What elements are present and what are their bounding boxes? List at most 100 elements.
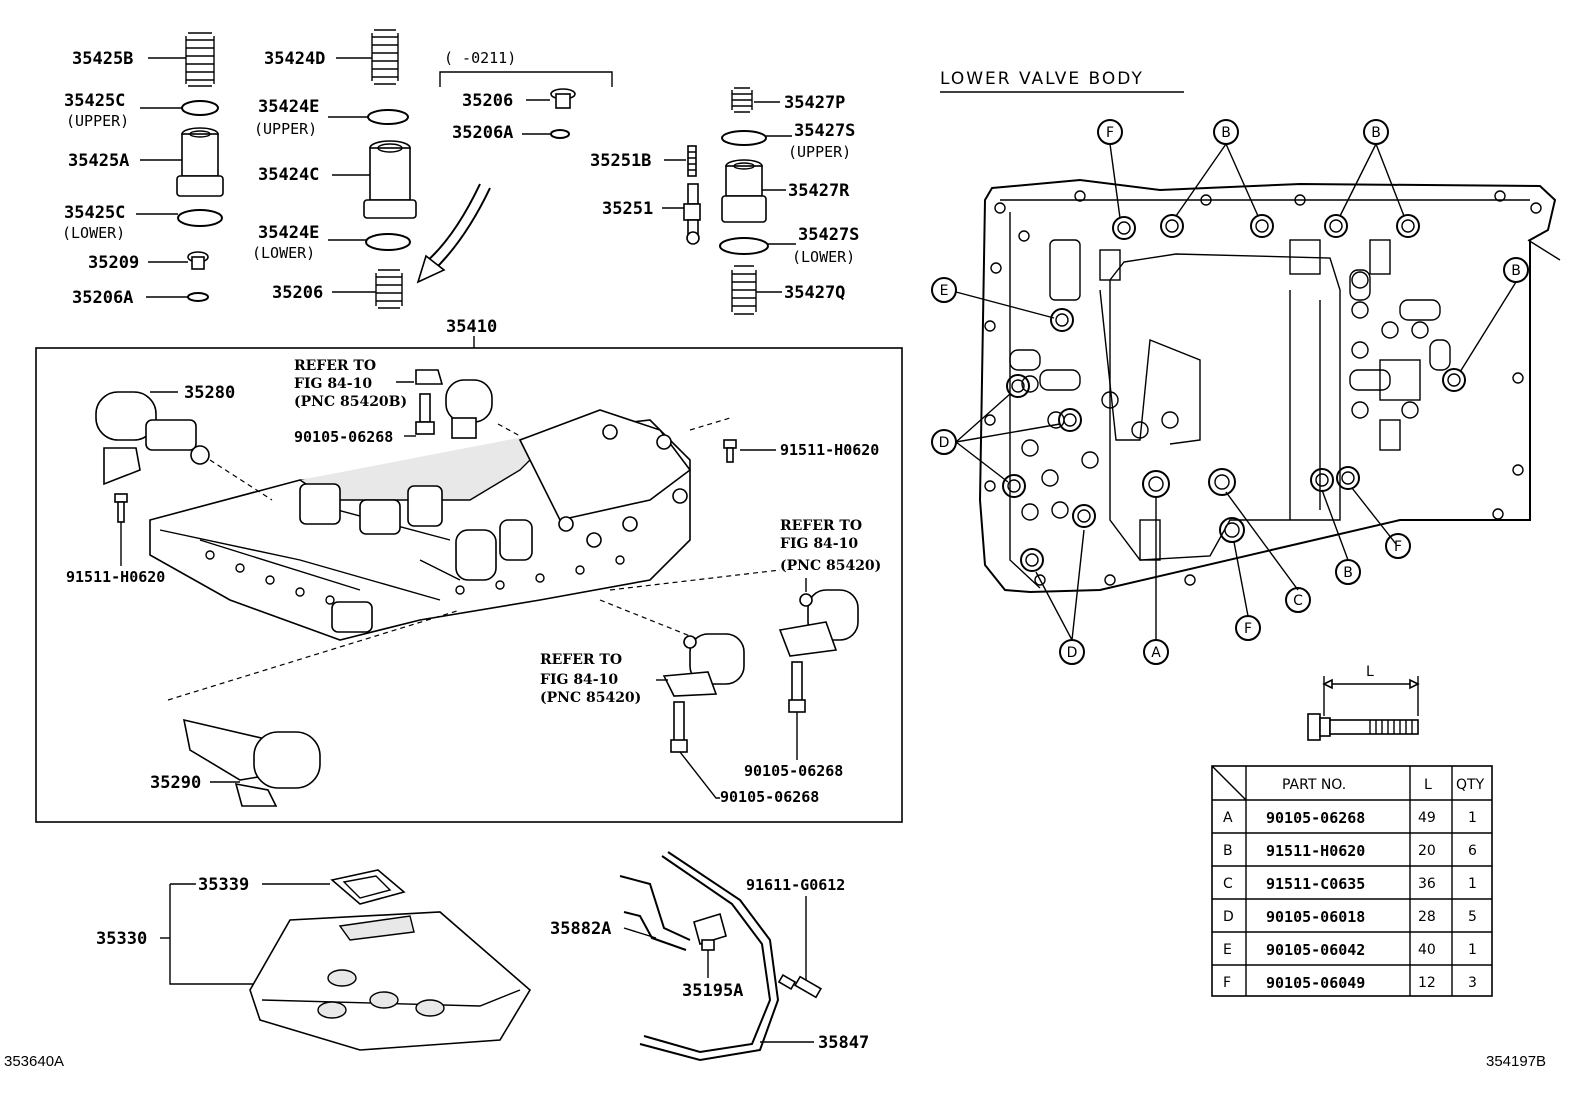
callout-F-top: F: [1097, 119, 1123, 145]
label-35280: 35280: [184, 383, 235, 403]
table-row-part: 91511-C0635: [1266, 875, 1365, 893]
spring-35251B: [687, 145, 697, 177]
oring-35427S-lower: [719, 237, 769, 255]
callout-B-3: B: [1503, 257, 1529, 283]
callout-B-4: B: [1335, 559, 1361, 585]
bolt-length-illustration: [1307, 676, 1420, 741]
label-35425C-lower: 35425C: [64, 203, 125, 223]
table-row-l: 28: [1418, 909, 1436, 925]
spring-35206: [375, 269, 403, 309]
clamp-35195A: [693, 912, 727, 951]
illustration-id-right: 354197B: [1486, 1053, 1546, 1070]
label-35206-lower: 35206: [272, 283, 323, 303]
oring-35424E-upper: [367, 109, 409, 125]
bolt-91511-right: [723, 439, 737, 463]
bolt-91511-left: [114, 493, 128, 523]
callout-F-bottom: F: [1235, 615, 1261, 641]
callout-letter-E: E: [940, 283, 949, 299]
sleeve-35427R: [721, 159, 767, 223]
label-91511-right: 91511-H0620: [780, 441, 879, 459]
refer2-line2: FIG 84-10: [780, 536, 858, 552]
dimension-label: L: [1366, 664, 1374, 680]
callout-C: C: [1285, 587, 1311, 613]
label-90105-b: 90105-06268: [744, 762, 843, 780]
label-lower-2: (LOWER): [252, 244, 315, 262]
bolt-91611: [777, 973, 822, 999]
table-row-key: C: [1223, 876, 1233, 892]
label-35427P: 35427P: [784, 93, 845, 113]
label-35290: 35290: [150, 773, 201, 793]
label-90105-c: 90105-06268: [720, 788, 819, 806]
oring-35425C-upper: [181, 100, 219, 116]
table-row-key: B: [1223, 843, 1233, 859]
label-lower-1: (LOWER): [62, 224, 125, 242]
label-35206-top: 35206: [462, 91, 513, 111]
label-35882A: 35882A: [550, 919, 611, 939]
label-35206A-top: 35206A: [452, 123, 513, 143]
callout-letter-D2: D: [1067, 645, 1078, 661]
callout-D-1: D: [931, 429, 957, 455]
label-35251B: 35251B: [590, 151, 651, 171]
spring-35427P: [731, 87, 753, 113]
refer2-line3: (PNC 85420): [780, 558, 881, 574]
callout-letter-D1: D: [939, 435, 950, 451]
table-row-l: 12: [1418, 975, 1436, 991]
label-35195A: 35195A: [682, 981, 743, 1001]
label-upper-3: (UPPER): [788, 143, 851, 161]
solenoid-refer-85420B: [415, 369, 493, 439]
table-row-key: D: [1223, 909, 1234, 925]
table-row-qty: 3: [1468, 975, 1477, 991]
label-90105-a: 90105-06268: [294, 428, 393, 446]
clip-35206A-top: [550, 129, 570, 139]
table-row-qty: 1: [1468, 942, 1477, 958]
label-35339: 35339: [198, 875, 249, 895]
table-header-part: PART NO.: [1282, 777, 1346, 793]
spring-35425B: [185, 32, 215, 87]
sleeve-35425A: [176, 127, 224, 197]
callout-B-1: B: [1213, 119, 1239, 145]
callout-B-2: B: [1363, 119, 1389, 145]
label-35427R: 35427R: [788, 181, 850, 201]
plug-35206-top: [550, 88, 576, 109]
bolt-spec-table: PART NO. L QTY A 90105-06268 49 1 B 9151…: [1211, 765, 1493, 997]
refer1-line1: REFER TO: [294, 358, 376, 374]
bolt-90105-c: [670, 701, 688, 753]
table-row-part: 90105-06049: [1266, 974, 1365, 992]
table-row-part: 90105-06042: [1266, 941, 1365, 959]
install-arrow: [431, 187, 491, 273]
label-35427S-lower: 35427S: [798, 225, 859, 245]
oring-35424E-lower: [365, 233, 411, 251]
solenoid-35280: [95, 391, 210, 486]
label-35427S-upper: 35427S: [794, 121, 855, 141]
callout-letter-F1: F: [1106, 125, 1114, 141]
refer2-line1: REFER TO: [780, 518, 862, 534]
label-upper-2: (UPPER): [254, 120, 317, 138]
refer3-line2: FIG 84-10: [540, 672, 618, 688]
solenoid-refer-85420-right: [778, 589, 859, 657]
label-35209: 35209: [88, 253, 139, 273]
table-row-l: 36: [1418, 876, 1436, 892]
spring-35424D: [371, 29, 399, 85]
sleeve-35424C: [363, 140, 417, 219]
table-header-l: L: [1424, 777, 1432, 793]
label-35330: 35330: [96, 929, 147, 949]
clip-35206A-left: [187, 292, 209, 302]
illustration-id-left: 353640A: [4, 1053, 64, 1070]
solenoid-35290: [182, 718, 321, 807]
label-35425C-upper: 35425C: [64, 91, 125, 111]
valve-35251: [683, 183, 701, 245]
callout-letter-B2: B: [1371, 125, 1381, 141]
label-35424D: 35424D: [264, 49, 325, 69]
table-row-l: 20: [1418, 843, 1436, 859]
callout-letter-B3: B: [1511, 263, 1521, 279]
callout-D-2: D: [1059, 639, 1085, 665]
spring-35427Q: [731, 265, 757, 315]
table-row-l: 49: [1418, 810, 1436, 826]
table-row-part: 90105-06268: [1266, 809, 1365, 827]
table-row-part: 90105-06018: [1266, 908, 1365, 926]
oring-35427S-upper: [721, 130, 767, 146]
gasket-35339: [330, 869, 406, 905]
label-35424C: 35424C: [258, 165, 319, 185]
assembly-box-35410: [35, 347, 903, 823]
